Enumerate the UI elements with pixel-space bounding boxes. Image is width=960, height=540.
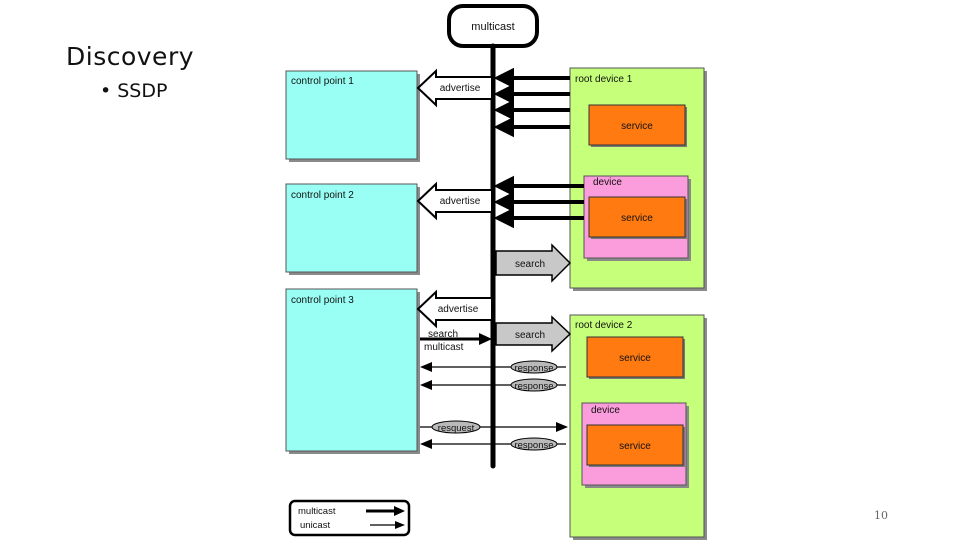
advertise-arrow-2: advertise (416, 181, 493, 221)
advertise-arrow-3: advertise (416, 289, 493, 329)
search-label-2: search (515, 330, 545, 341)
bus-label: multicast (471, 21, 514, 33)
search-arrow-2: search (495, 315, 572, 353)
root-device-2-label: root device 2 (575, 320, 633, 331)
service-label-4: service (619, 441, 651, 452)
request-label: resquest (438, 423, 475, 434)
root-device-1-label: root device 1 (575, 74, 633, 85)
control-point-1-label: control point 1 (291, 76, 354, 87)
unicast-request: resquest (420, 420, 568, 434)
device-label-2: device (591, 405, 620, 416)
search-multicast-arrow: search multicast (420, 329, 492, 353)
root-device-2: root device 2 service device service (569, 314, 707, 540)
control-point-2: control point 2 (285, 183, 420, 275)
multicast-arrows-device (493, 175, 584, 229)
response-label-1: response (514, 363, 553, 374)
advertise-label-2: advertise (440, 196, 481, 207)
control-point-3-label: control point 3 (291, 295, 354, 306)
response-label-3: response (514, 440, 553, 451)
service-label-1: service (621, 121, 653, 132)
service-label-2: service (621, 213, 653, 224)
legend: multicast unicast (288, 499, 411, 537)
search-label-1: search (515, 259, 545, 270)
control-point-3: control point 3 (285, 288, 420, 454)
unicast-response-2: response (420, 378, 566, 392)
advertise-label-1: advertise (440, 83, 481, 94)
legend-multicast-label: multicast (298, 506, 336, 517)
response-label-2: response (514, 381, 553, 392)
bullet-text: SSDP (117, 80, 168, 102)
unicast-response-3: response (420, 437, 566, 451)
service-label-3: service (619, 353, 651, 364)
advertise-label-3: advertise (438, 304, 479, 315)
unicast-response-1: response (420, 360, 566, 374)
advertise-arrow-1: advertise (416, 68, 493, 108)
control-point-1: control point 1 (285, 70, 420, 162)
page-number: 10 (874, 509, 888, 522)
search-arrow-1: search (495, 243, 572, 283)
multicast-arrows-rd1 (493, 67, 570, 138)
search-multicast-label-1: search (428, 329, 458, 340)
root-device-1: root device 1 service device service (569, 67, 707, 291)
bullet-ssdp: • SSDP (100, 80, 168, 102)
multicast-bus: multicast (447, 4, 539, 469)
legend-unicast-label: unicast (300, 520, 330, 531)
slide-title: Discovery (66, 42, 195, 71)
search-multicast-label-2: multicast (424, 342, 464, 353)
control-point-2-label: control point 2 (291, 190, 354, 201)
device-label-1: device (593, 177, 622, 188)
